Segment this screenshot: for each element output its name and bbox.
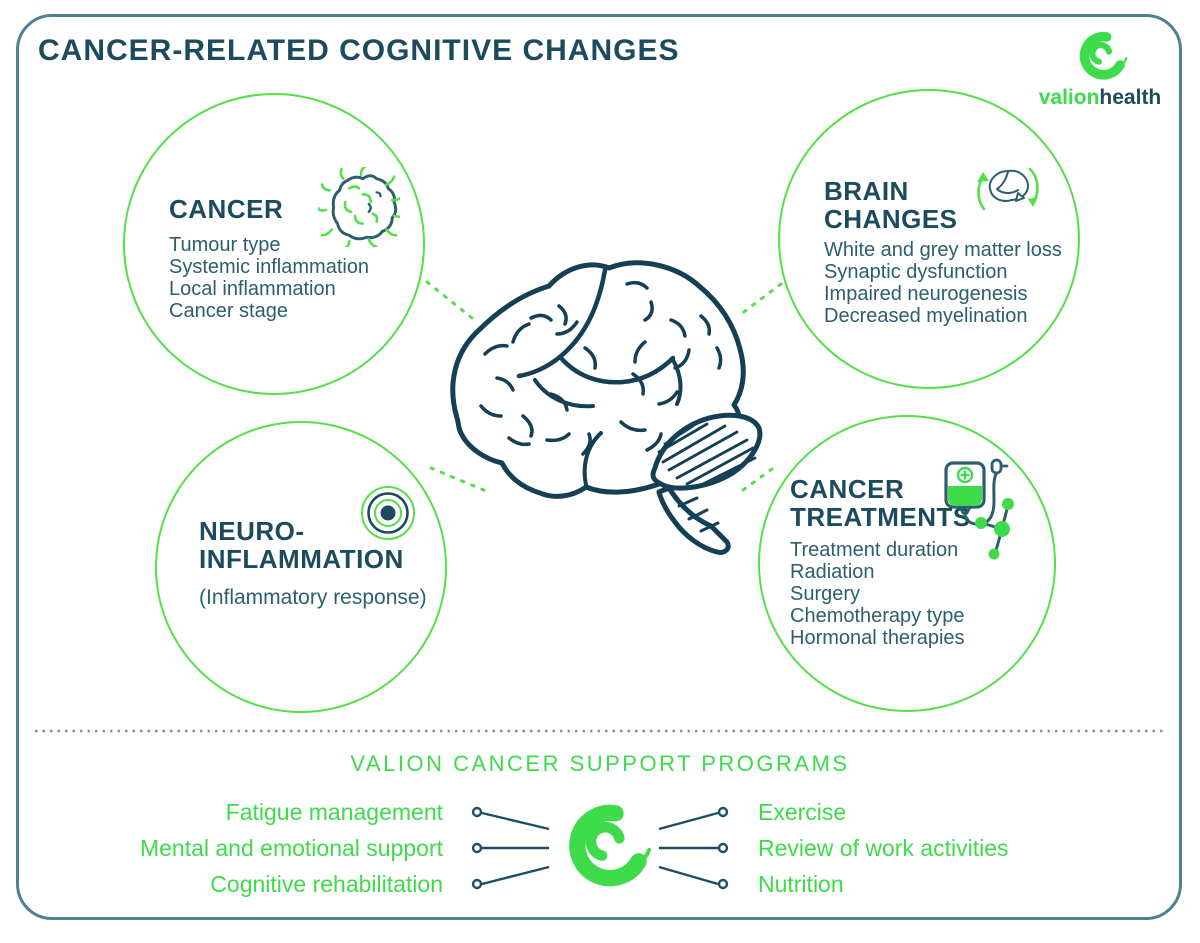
support-heading: VALION CANCER SUPPORT PROGRAMS — [350, 751, 850, 776]
bubble-items: Treatment duration Radiation Surgery Che… — [790, 539, 965, 649]
bubble-items: Tumour type Systemic inflammation Local … — [169, 234, 369, 322]
support-item: Mental and emotional support — [139, 835, 443, 861]
bubble-heading: CANCER TREATMENTS — [790, 474, 971, 532]
bubble-item: Cancer stage — [169, 300, 288, 322]
iv-drip-icon — [928, 455, 1010, 532]
bubble-note: (Inflammatory response) — [199, 586, 427, 609]
target-rings-icon — [358, 483, 418, 548]
bubble-heading: NEURO-INFLAMMATION — [199, 516, 404, 574]
bubble-item: Treatment duration — [790, 539, 959, 561]
bubble-item: Tumour type — [169, 234, 281, 256]
brand-wordmark: valionhealth — [1039, 86, 1162, 110]
brain-cycle-icon — [968, 153, 1048, 236]
bubble-heading: CANCER — [169, 194, 284, 224]
bubble-item: White and grey matter loss — [824, 239, 1062, 261]
bubble-cancer-treatments: CANCER TREATMENTS — [758, 415, 1056, 712]
support-item: Cognitive rehabilitation — [210, 871, 443, 897]
bubble-brain-changes: BRAIN CHANGES White and grey matter loss — [778, 89, 1080, 389]
brain-illustration — [435, 256, 765, 556]
bubble-item: Hormonal therapies — [790, 627, 965, 649]
bubble-item: Systemic inflammation — [169, 256, 370, 278]
page-title: CANCER-RELATED COGNITIVE CHANGES — [38, 34, 680, 67]
bubble-item: Decreased myelination — [824, 305, 1028, 327]
bubble-item: Chemotherapy type — [790, 605, 965, 627]
brand-logo: valionhealth — [1034, 28, 1166, 110]
bubble-item: Local inflammation — [169, 278, 336, 300]
support-item: Fatigue management — [225, 799, 443, 825]
bubble-neuroinflammation: NEURO-INFLAMMATION (Inflammatory respons… — [155, 421, 447, 713]
support-item: Exercise — [758, 799, 847, 825]
brand-spiral-icon — [1079, 31, 1128, 80]
brand-word-primary: valion — [1038, 86, 1100, 109]
molecule-icon — [972, 493, 1026, 566]
support-hub-spiral-icon — [556, 797, 652, 895]
bubble-item: Surgery — [790, 583, 861, 605]
bubble-cancer: CANCER Tum — [123, 93, 425, 395]
bubble-items: White and grey matter loss Synaptic dysf… — [824, 239, 1062, 327]
bubble-item: Synaptic dysfunction — [824, 261, 1008, 283]
support-item: Nutrition — [758, 871, 844, 897]
bubble-item: Radiation — [790, 561, 875, 583]
bubble-heading: BRAIN CHANGES — [824, 176, 958, 234]
bubble-item: Impaired neurogenesis — [824, 283, 1028, 305]
cancer-cell-icon — [316, 165, 406, 252]
support-item: Review of work activities — [758, 835, 1009, 861]
brand-word-secondary: health — [1099, 86, 1162, 109]
